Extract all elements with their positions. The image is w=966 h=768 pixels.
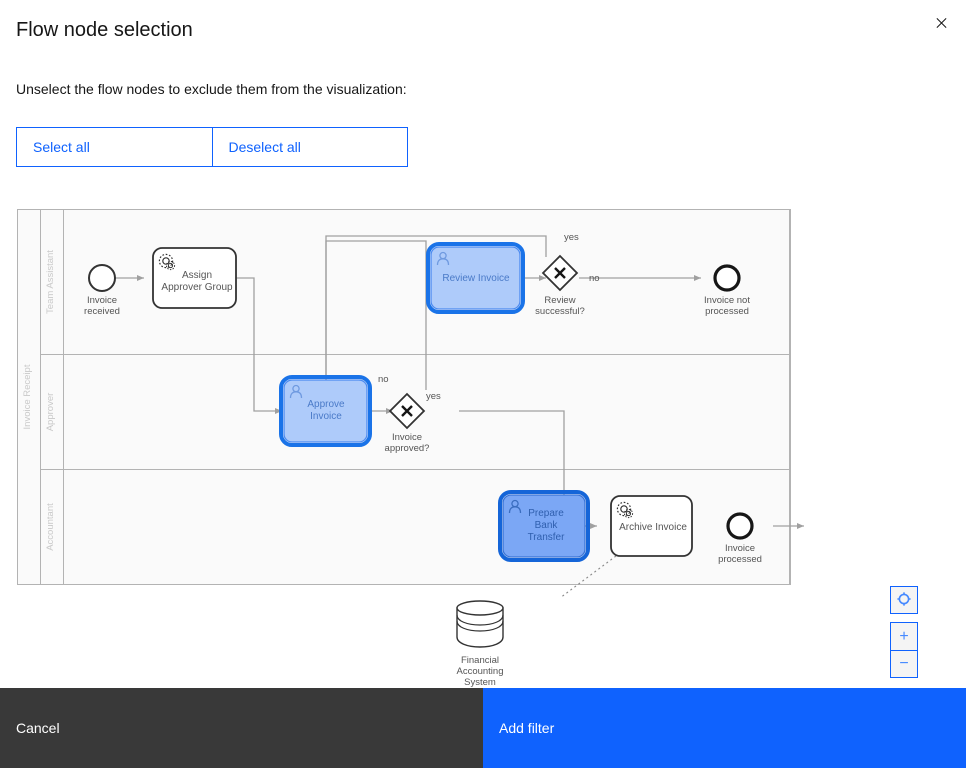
node-label-line2: Bank (535, 520, 559, 531)
selection-button-group: Select all Deselect all (16, 127, 408, 167)
bpmn-diagram-container[interactable]: Invoice Receipt Team Assistant Approver … (16, 204, 950, 688)
node-label-line1: Assign (182, 270, 212, 281)
deselect-all-button[interactable]: Deselect all (211, 127, 408, 167)
user-icon (436, 251, 450, 266)
lane-label-accountant: Accountant (45, 503, 56, 551)
node-label-line1: Financial (461, 655, 499, 666)
lane-label-team-assistant: Team Assistant (45, 250, 56, 314)
node-label-line1: Invoice (392, 432, 422, 443)
node-label-line2: approved? (385, 443, 430, 454)
zoom-out-button[interactable]: − (890, 650, 918, 678)
lane-label-approver: Approver (45, 393, 56, 432)
cancel-button[interactable]: Cancel (0, 688, 483, 768)
node-label-line2: Approver Group (161, 282, 233, 293)
plus-icon: + (899, 627, 909, 645)
node-review-successful[interactable]: Review successful? (535, 254, 585, 317)
node-invoice-approved[interactable]: Invoice approved? (385, 392, 430, 454)
bpmn-canvas[interactable]: Invoice Receipt Team Assistant Approver … (16, 204, 950, 688)
flow-assign-to-approve (236, 277, 282, 414)
reset-zoom-icon (896, 591, 912, 610)
node-label-line1: Prepare (528, 508, 564, 519)
reset-zoom-button[interactable] (890, 586, 918, 614)
modal-header: Flow node selection (0, 0, 966, 44)
modal-body: Unselect the flow nodes to exclude them … (0, 44, 966, 688)
minus-icon: − (899, 655, 909, 672)
node-label-line1: Invoice (87, 295, 117, 306)
flow-label-review-no: no (589, 273, 600, 284)
gear-icon (616, 501, 634, 519)
data-store-icon (456, 600, 504, 648)
node-prepare-bank-transfer[interactable]: Prepare Bank Transfer (498, 490, 590, 562)
data-association-prepare-to-fas (559, 555, 617, 599)
zoom-controls: + − (890, 586, 918, 678)
page-title: Flow node selection (16, 19, 193, 41)
node-label-line1: Review (544, 295, 575, 306)
close-icon (934, 15, 950, 34)
node-review-invoice[interactable]: Review Invoice (426, 242, 525, 314)
user-icon (289, 384, 303, 399)
user-icon (508, 499, 522, 514)
node-label-line2: Accounting (456, 666, 503, 677)
node-label-line2: processed (705, 306, 749, 317)
flow-review-yes (325, 235, 547, 411)
node-invoice-not-processed[interactable]: Invoice not processed (704, 264, 750, 317)
node-label-line2: Invoice (310, 411, 342, 422)
pool-label: Invoice Receipt (22, 364, 33, 429)
node-invoice-processed[interactable]: Invoice processed (718, 512, 762, 565)
close-button[interactable] (918, 0, 966, 48)
node-archive-invoice[interactable]: Archive Invoice (610, 495, 693, 557)
node-label-line1: Invoice (725, 543, 755, 554)
node-label-line2: successful? (535, 306, 585, 317)
node-invoice-received[interactable]: Invoice received (84, 264, 120, 317)
select-all-button[interactable]: Select all (16, 127, 212, 167)
flow-label-approved-yes: yes (426, 391, 441, 402)
add-filter-button[interactable]: Add filter (483, 688, 966, 768)
node-label-line1: Archive Invoice (619, 522, 687, 533)
sequence-flows (113, 235, 804, 529)
node-financial-accounting-system[interactable]: Financial Accounting System (456, 600, 504, 688)
node-label-line1: Invoice not (704, 295, 750, 306)
node-label-line3: Transfer (528, 532, 566, 543)
node-assign-approver-group[interactable]: Assign Approver Group (152, 247, 237, 309)
node-label-line2: processed (718, 554, 762, 565)
node-label-line2: received (84, 306, 120, 317)
instruction-text: Unselect the flow nodes to exclude them … (16, 81, 407, 97)
flow-label-approved-no: no (378, 374, 389, 385)
zoom-in-button[interactable]: + (890, 622, 918, 650)
node-label-line1: Approve (307, 399, 345, 410)
modal-footer: Cancel Add filter (0, 688, 966, 768)
node-approve-invoice[interactable]: Approve Invoice (279, 375, 372, 447)
node-label-line3: System (464, 677, 496, 688)
node-label-line1: Review Invoice (442, 273, 510, 284)
gear-icon (158, 253, 176, 271)
flow-label-review-yes: yes (564, 232, 579, 243)
